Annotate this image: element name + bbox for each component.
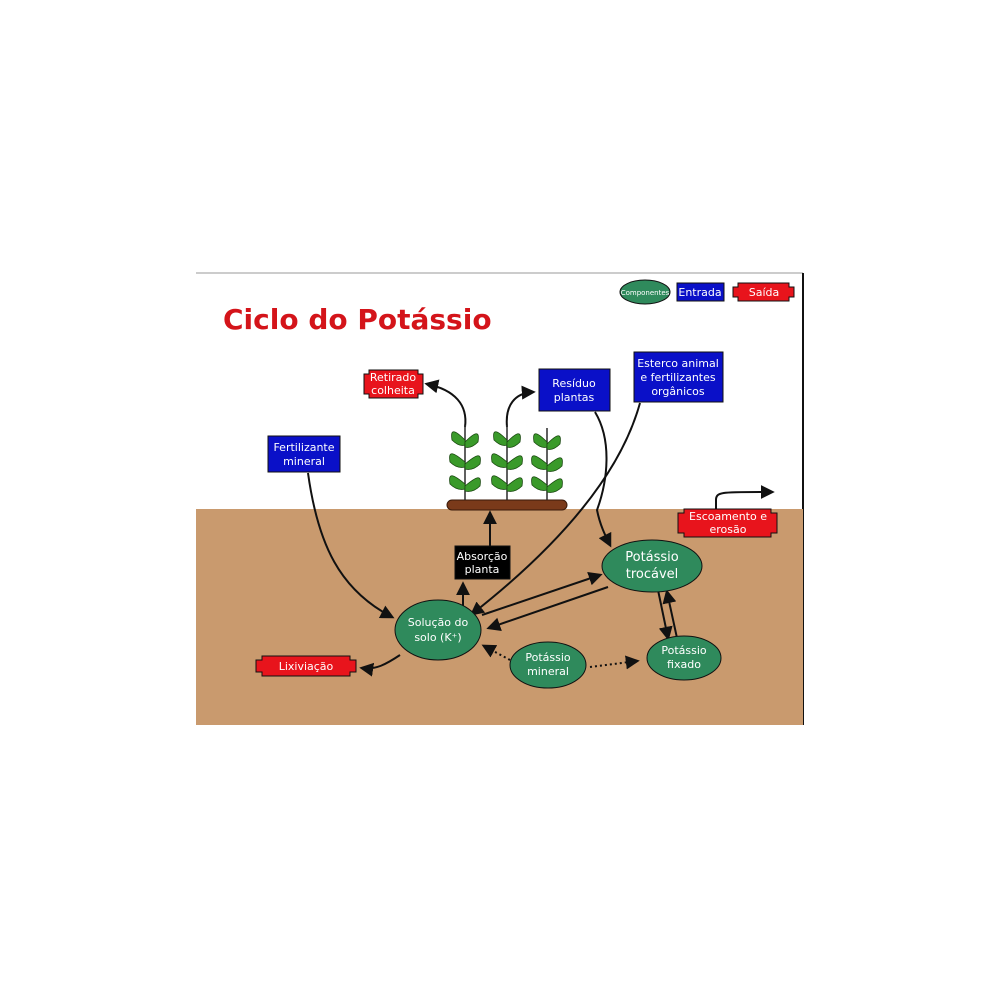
legend-input-swatch xyxy=(676,282,725,302)
input-fertilizer-box: Fertilizante mineral xyxy=(267,435,341,473)
input-fertilizer-rect xyxy=(267,435,341,473)
component-solution-line2: solo (K⁺) xyxy=(414,631,461,644)
component-solution-line1: Solução do xyxy=(408,616,469,629)
arrow-exchangeable-to-fixed xyxy=(657,589,673,641)
output-runoff-box: Escoamento e erosão xyxy=(677,508,778,538)
leaf xyxy=(491,475,508,490)
soil-area xyxy=(196,509,803,725)
input-residue-line1: Resíduo xyxy=(552,377,596,390)
component-fixed-line2: fixado xyxy=(667,658,701,671)
component-exchangeable-line1: Potássio xyxy=(625,550,679,565)
plant-soil-bed xyxy=(446,499,568,511)
leaf xyxy=(451,431,466,446)
leaf xyxy=(546,457,563,472)
input-fertilizer-line2: mineral xyxy=(283,455,325,468)
component-mineral-ellipse xyxy=(509,641,587,689)
leaf xyxy=(493,431,508,446)
process-uptake-line1: Absorção xyxy=(457,550,508,563)
legend-output-label: Saída xyxy=(749,286,780,299)
leaf xyxy=(546,435,561,450)
input-manure-line1: Esterco animal xyxy=(637,357,719,370)
process-uptake-line2: planta xyxy=(465,563,500,576)
component-fixed-ellipse xyxy=(646,635,722,681)
crop-plants xyxy=(446,425,568,511)
leaf xyxy=(449,453,466,468)
arrow-residue-to-exchangeable xyxy=(594,411,612,548)
leaf xyxy=(464,455,481,470)
component-solution: Solução do solo (K⁺) xyxy=(394,599,482,661)
arrow-exchangeable-to-solution xyxy=(486,586,609,631)
legend: Componentes Entrada Saída xyxy=(619,279,795,305)
arrow-manure-to-solution xyxy=(469,402,641,616)
diagram-title: Ciclo do Potássio xyxy=(223,303,492,336)
input-residue-line2: plantas xyxy=(554,391,595,404)
legend-component-label: Componentes xyxy=(621,289,670,297)
leaf xyxy=(506,477,523,492)
output-harvest-line1: Retirado xyxy=(370,371,417,384)
component-exchangeable: Potássio trocável xyxy=(601,539,703,593)
leaf xyxy=(506,433,521,448)
arrow-to-runoff xyxy=(715,485,775,511)
flow-arrows xyxy=(307,379,775,677)
input-residue-rect xyxy=(538,368,611,412)
component-mineral-line2: mineral xyxy=(527,665,569,678)
leaf xyxy=(449,475,466,490)
output-leaching-shape xyxy=(255,655,357,677)
component-mineral-line1: Potássio xyxy=(525,651,571,664)
arrow-solution-to-exchangeable xyxy=(481,571,603,616)
component-fixed-line1: Potássio xyxy=(661,644,707,657)
legend-input-label: Entrada xyxy=(678,286,721,299)
leaf xyxy=(531,455,548,470)
leaf xyxy=(533,433,548,448)
output-harvest-line2: colheita xyxy=(371,384,415,397)
legend-component-swatch xyxy=(619,279,671,305)
component-mineral: Potássio mineral xyxy=(509,641,587,689)
input-manure-rect xyxy=(633,351,724,403)
component-exchangeable-line2: trocável xyxy=(626,567,679,582)
arrow-solution-to-leaching xyxy=(359,654,401,677)
leaf xyxy=(531,476,548,491)
component-solution-ellipse xyxy=(394,599,482,661)
output-leaching-label: Lixiviação xyxy=(279,660,334,673)
process-uptake-box: Absorção planta xyxy=(454,545,511,580)
arrow-to-harvest xyxy=(424,379,467,428)
process-uptake-rect xyxy=(454,545,511,580)
input-manure-line2: e fertilizantes xyxy=(640,371,715,384)
input-manure-box: Esterco animal e fertilizantes orgânicos xyxy=(633,351,724,403)
arrow-to-residue xyxy=(505,385,536,428)
leaf xyxy=(464,477,481,492)
arrow-fertilizer-to-solution xyxy=(307,472,395,619)
leaf xyxy=(464,433,479,448)
input-fertilizer-line1: Fertilizante xyxy=(273,441,334,454)
component-exchangeable-ellipse xyxy=(601,539,703,593)
output-runoff-line2: erosão xyxy=(710,523,747,536)
leaf xyxy=(506,455,523,470)
component-fixed: Potássio fixado xyxy=(646,635,722,681)
input-residue-box: Resíduo plantas xyxy=(538,368,611,412)
output-harvest-box: Retirado colheita xyxy=(363,369,424,399)
leaf xyxy=(546,478,563,493)
output-leaching-box: Lixiviação xyxy=(255,655,357,677)
input-manure-line3: orgânicos xyxy=(651,385,705,398)
output-runoff-shape xyxy=(677,508,778,538)
legend-output-swatch xyxy=(732,282,795,302)
arrow-fixed-to-exchangeable xyxy=(662,589,678,639)
output-runoff-line1: Escoamento e xyxy=(689,510,767,523)
output-harvest-shape xyxy=(363,369,424,399)
leaf xyxy=(491,453,508,468)
